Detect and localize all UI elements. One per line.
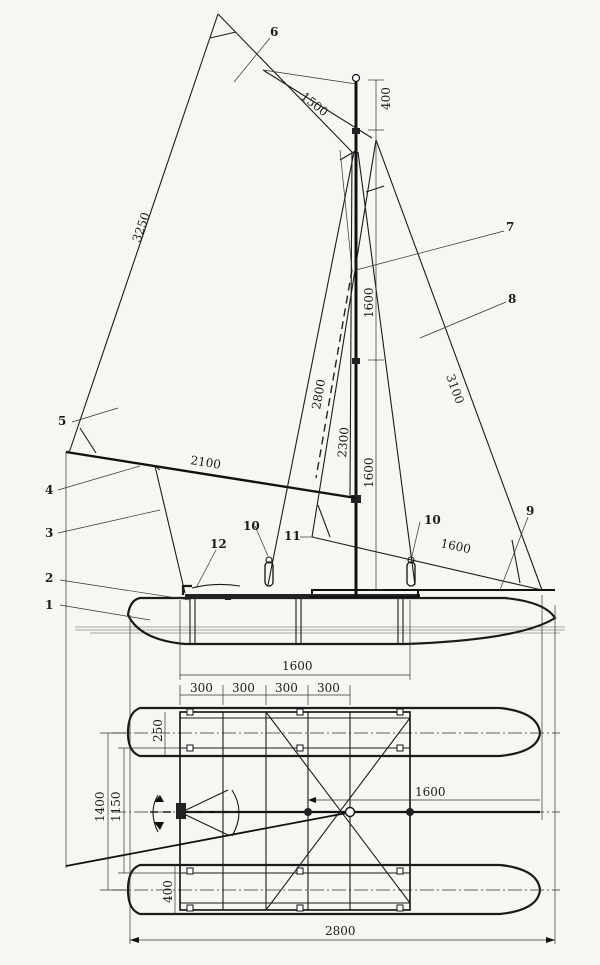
gaff xyxy=(262,69,373,139)
dim-hull-spacing: 400 xyxy=(161,880,175,903)
plan-dim-2800: 2800 xyxy=(130,924,555,943)
callout-1: 1 xyxy=(45,598,53,612)
callout-10-right: 10 xyxy=(424,513,441,527)
dim-overall-length: 2800 xyxy=(325,924,356,938)
dim-boom-plan: 1600 xyxy=(415,785,446,799)
mast xyxy=(351,73,361,596)
dim-mast-length: 2800 xyxy=(309,378,328,411)
callout-leaders xyxy=(57,37,529,621)
shrouds xyxy=(267,151,416,586)
callout-10-left: 10 xyxy=(243,519,260,533)
dim-overall-beam: 1400 xyxy=(93,791,107,822)
deck-frame xyxy=(185,594,420,599)
hull-cleats xyxy=(186,708,404,912)
dim-hull-width: 250 xyxy=(151,719,165,742)
turnbuckle-right xyxy=(406,556,416,587)
dim-luff-upper: 1600 xyxy=(362,287,376,318)
hull-top xyxy=(126,706,542,758)
extension-lines xyxy=(129,595,556,944)
plan-left-dims xyxy=(100,712,180,914)
dim-spacing-4: 300 xyxy=(317,681,340,695)
main-lower-panel xyxy=(154,465,186,594)
dim-luff-lower: 1600 xyxy=(362,457,376,488)
callout-4: 4 xyxy=(45,483,53,497)
callout-11: 11 xyxy=(284,529,301,543)
dim-mast-top: 400 xyxy=(379,87,393,110)
plan-dim-boom: 1600 xyxy=(308,785,540,803)
dim-boom: 2100 xyxy=(190,453,222,472)
dim-spacing-2: 300 xyxy=(232,681,255,695)
callout-7: 7 xyxy=(506,220,514,234)
callout-6: 6 xyxy=(270,25,278,39)
dim-leech: 3250 xyxy=(130,211,153,244)
hull-bottom xyxy=(126,863,542,916)
dim-inner-beam: 1150 xyxy=(109,791,123,822)
callout-9: 9 xyxy=(526,504,534,518)
dim-deck-width: 1600 xyxy=(282,659,313,673)
callout-3: 3 xyxy=(45,526,53,540)
mainsail xyxy=(67,13,358,497)
plan-spacing-dims: 300 300 300 300 xyxy=(179,681,351,705)
dim-jib-boom: 1600 xyxy=(439,536,472,556)
dim-spacing-1: 300 xyxy=(190,681,213,695)
turnbuckle-left xyxy=(264,556,274,587)
dim-gaff: 1500 xyxy=(298,89,331,119)
mast-dimension-line xyxy=(368,79,384,591)
water-line xyxy=(75,626,565,634)
dim-mast-lower: 2300 xyxy=(335,427,352,459)
callout-8: 8 xyxy=(508,292,516,306)
callout-12: 12 xyxy=(210,537,227,551)
dim-spacing-3: 300 xyxy=(275,681,298,695)
tiller-plan xyxy=(150,789,240,837)
hull-frames xyxy=(189,598,404,644)
mast-lower-dashed xyxy=(315,269,353,479)
hull-side xyxy=(126,596,557,646)
callout-5: 5 xyxy=(58,414,66,428)
callout-2: 2 xyxy=(45,571,53,585)
plan-boom xyxy=(65,806,540,867)
main-boom xyxy=(65,450,357,868)
plan-dim-1600: 1600 xyxy=(180,659,410,676)
